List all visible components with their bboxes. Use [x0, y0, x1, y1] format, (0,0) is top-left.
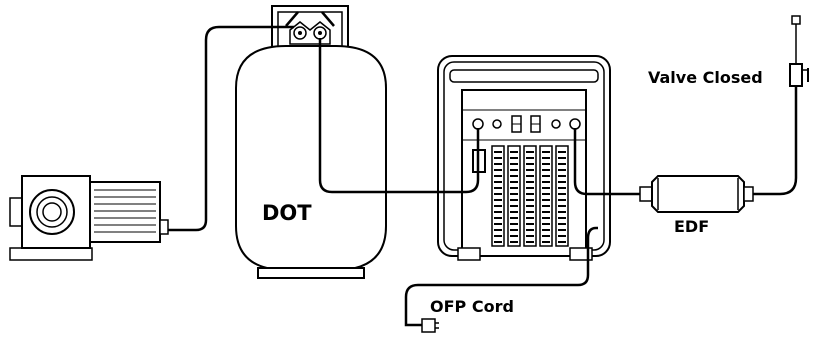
recovery-machine	[437, 55, 611, 261]
hose-pump-to-cylinder	[168, 25, 294, 232]
vent-grille	[491, 145, 569, 247]
valve-closed-label: Valve Closed	[648, 68, 763, 87]
hose-machine-to-edf	[573, 128, 640, 196]
edf-filter	[639, 175, 754, 213]
edf-label: EDF	[674, 217, 709, 236]
ofp-cord	[404, 226, 598, 327]
grille-column	[539, 145, 553, 247]
grille-column	[555, 145, 569, 247]
grille-column	[491, 145, 505, 247]
hose-cylinder-to-machine	[318, 38, 480, 194]
grille-column	[523, 145, 537, 247]
dot-cylinder	[235, 5, 387, 279]
grille-column	[507, 145, 521, 247]
ofp-cord-label: OFP Cord	[430, 297, 514, 316]
hose-edf-to-valve	[751, 86, 798, 196]
vacuum-pump	[9, 175, 169, 261]
closed-valve	[789, 15, 809, 87]
dot-label: DOT	[262, 201, 312, 225]
ofp-cord-plug	[421, 318, 439, 333]
